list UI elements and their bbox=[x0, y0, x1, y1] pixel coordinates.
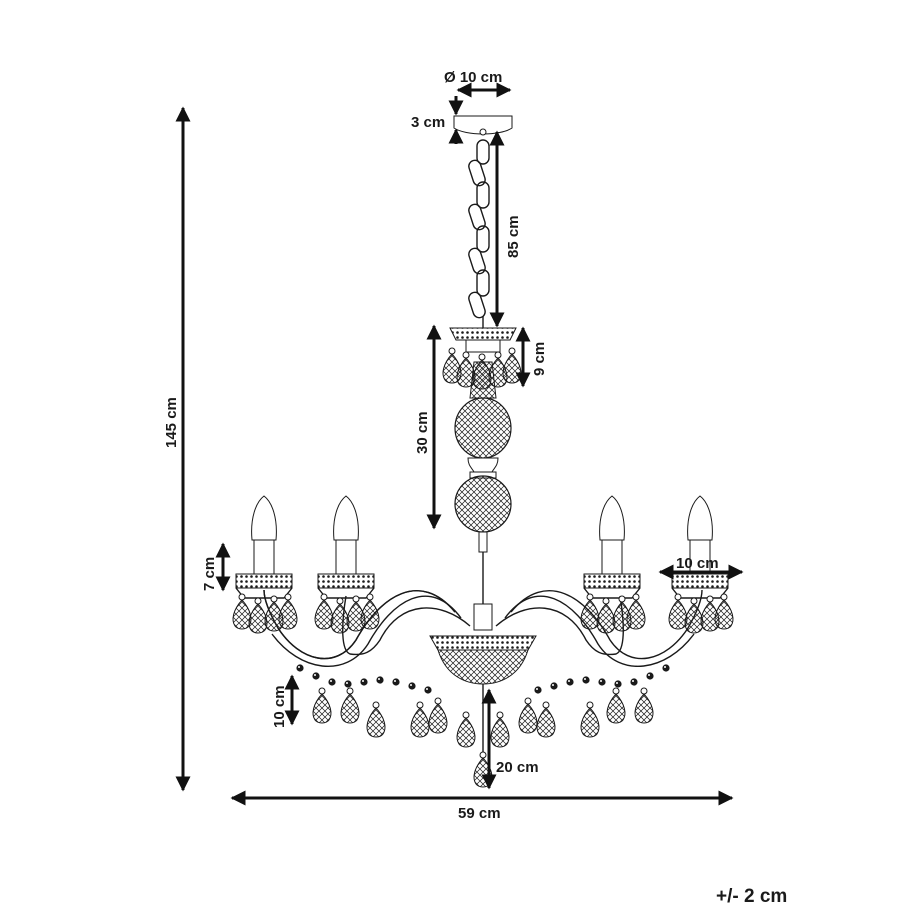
cup-width-label: 10 cm bbox=[676, 555, 719, 572]
pendant-drop-label: 10 cm bbox=[271, 685, 288, 728]
chandelier-illustration bbox=[233, 115, 733, 788]
canopy-height-label: 3 cm bbox=[411, 114, 445, 131]
total-width-label: 59 cm bbox=[458, 805, 501, 822]
candle-arms-left bbox=[233, 495, 379, 633]
crown bbox=[442, 327, 522, 390]
center-bowl bbox=[428, 635, 538, 788]
total-height-label: 145 cm bbox=[163, 397, 180, 448]
tolerance-note: +/- 2 cm bbox=[716, 886, 787, 907]
chain-length-label: 85 cm bbox=[505, 215, 522, 258]
chain bbox=[468, 139, 490, 328]
central-column bbox=[454, 361, 512, 631]
dimension-labels: Ø 10 cm 3 cm 85 cm 9 cm 30 cm 145 cm 7 c… bbox=[163, 69, 787, 907]
ceiling-canopy bbox=[453, 115, 513, 136]
crown-height-label: 9 cm bbox=[531, 342, 548, 376]
column-height-label: 30 cm bbox=[414, 411, 431, 454]
cup-height-label: 7 cm bbox=[201, 557, 218, 591]
dimension-lines bbox=[175, 82, 744, 806]
bottom-drop-label: 20 cm bbox=[496, 759, 539, 776]
canopy-diameter-label: Ø 10 cm bbox=[444, 69, 502, 86]
